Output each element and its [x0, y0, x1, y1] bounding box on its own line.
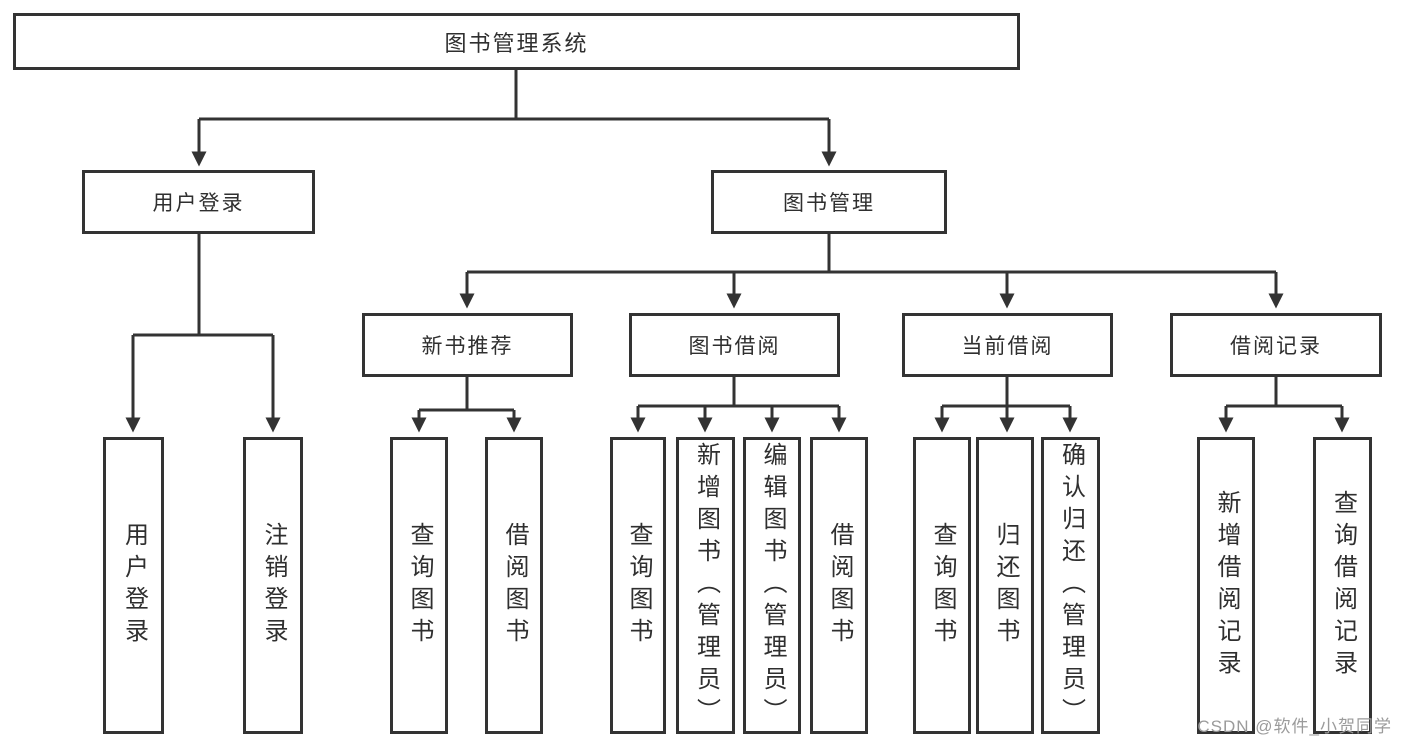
- leaf-confirm-return-admin-label: 确认归还（管理员）: [1057, 441, 1085, 730]
- leaf-confirm-return-admin: 确认归还（管理员）: [1041, 437, 1100, 734]
- leaf-add-borrow-record-label: 新增借阅记录: [1213, 489, 1240, 682]
- leaf-query-books-recommend: 查询图书: [390, 437, 448, 734]
- leaf-query-borrow-record-label: 查询借阅记录: [1329, 489, 1357, 682]
- leaf-borrow-books-label: 借阅图书: [826, 521, 853, 650]
- leaf-return-book: 归还图书: [976, 437, 1034, 734]
- node-current-borrowing: 当前借阅: [902, 313, 1113, 377]
- node-current-borrowing-label: 当前借阅: [961, 335, 1054, 358]
- leaf-edit-book-admin: 编辑图书（管理员）: [743, 437, 801, 734]
- node-new-book-recommend-label: 新书推荐: [421, 335, 514, 358]
- node-book-management: 图书管理: [711, 170, 947, 234]
- node-book-borrowing: 图书借阅: [629, 313, 840, 377]
- node-root-label: 图书管理系统: [444, 30, 589, 56]
- leaf-query-books-borrow: 查询图书: [610, 437, 666, 734]
- node-borrowing-records: 借阅记录: [1170, 313, 1382, 377]
- csdn-watermark: CSDN @软件_小贺同学: [1197, 717, 1392, 736]
- leaf-borrow-books-recommend-label: 借阅图书: [501, 521, 528, 650]
- leaf-add-borrow-record: 新增借阅记录: [1197, 437, 1255, 734]
- node-root: 图书管理系统: [13, 13, 1020, 70]
- leaf-logout: 注销登录: [243, 437, 303, 734]
- node-user-login-label: 用户登录: [152, 192, 245, 215]
- leaf-borrow-books-recommend: 借阅图书: [485, 437, 543, 734]
- leaf-query-books-current: 查询图书: [913, 437, 971, 734]
- node-new-book-recommend: 新书推荐: [362, 313, 573, 377]
- leaf-query-books-borrow-label: 查询图书: [625, 521, 652, 650]
- leaf-logout-label: 注销登录: [260, 521, 287, 650]
- leaf-query-books-current-label: 查询图书: [929, 521, 956, 650]
- node-borrowing-records-label: 借阅记录: [1230, 335, 1322, 358]
- leaf-edit-book-admin-label: 编辑图书（管理员）: [759, 441, 786, 730]
- leaf-return-book-label: 归还图书: [992, 521, 1019, 650]
- leaf-user-login-label: 用户登录: [120, 521, 148, 650]
- leaf-add-book-admin-label: 新增图书（管理员）: [692, 441, 720, 730]
- node-book-management-label: 图书管理: [783, 192, 875, 215]
- leaf-query-books-recommend-label: 查询图书: [406, 521, 433, 650]
- leaf-query-borrow-record: 查询借阅记录: [1313, 437, 1372, 734]
- node-book-borrowing-label: 图书借阅: [688, 335, 781, 358]
- leaf-add-book-admin: 新增图书（管理员）: [676, 437, 735, 734]
- leaf-borrow-books: 借阅图书: [810, 437, 868, 734]
- leaf-user-login: 用户登录: [103, 437, 164, 734]
- node-user-login: 用户登录: [82, 170, 315, 234]
